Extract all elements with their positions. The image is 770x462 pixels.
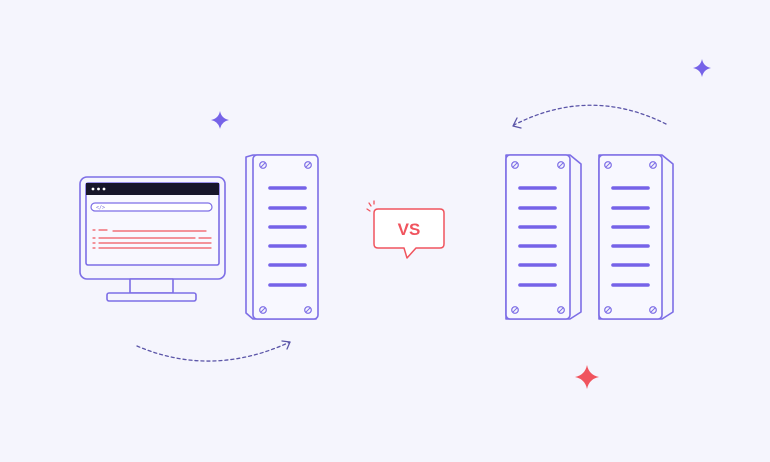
window-title-bar: [86, 183, 219, 195]
server-rack-icon: [598, 154, 674, 320]
dashed-arrow-icon: [136, 341, 291, 362]
dashed-arrow-icon: [513, 104, 667, 126]
server-rack-icon: [245, 154, 319, 320]
dashed-arrow-head: [281, 340, 291, 350]
vs-speech-bubble-icon: [366, 200, 445, 259]
sparkle-star-icon: [211, 111, 229, 129]
sparkle-star-icon: [693, 59, 711, 77]
page-content-lines: [92, 229, 212, 249]
window-dots: [91, 187, 106, 191]
server-rack-icon: [505, 154, 582, 320]
dashed-arrow-head: [512, 117, 522, 129]
address-bar: [90, 202, 213, 212]
code-glyph: </>: [96, 205, 105, 211]
computer-monitor-icon: [79, 176, 226, 302]
vs-label: VS: [398, 220, 421, 239]
sparkle-star-icon: [575, 365, 599, 389]
